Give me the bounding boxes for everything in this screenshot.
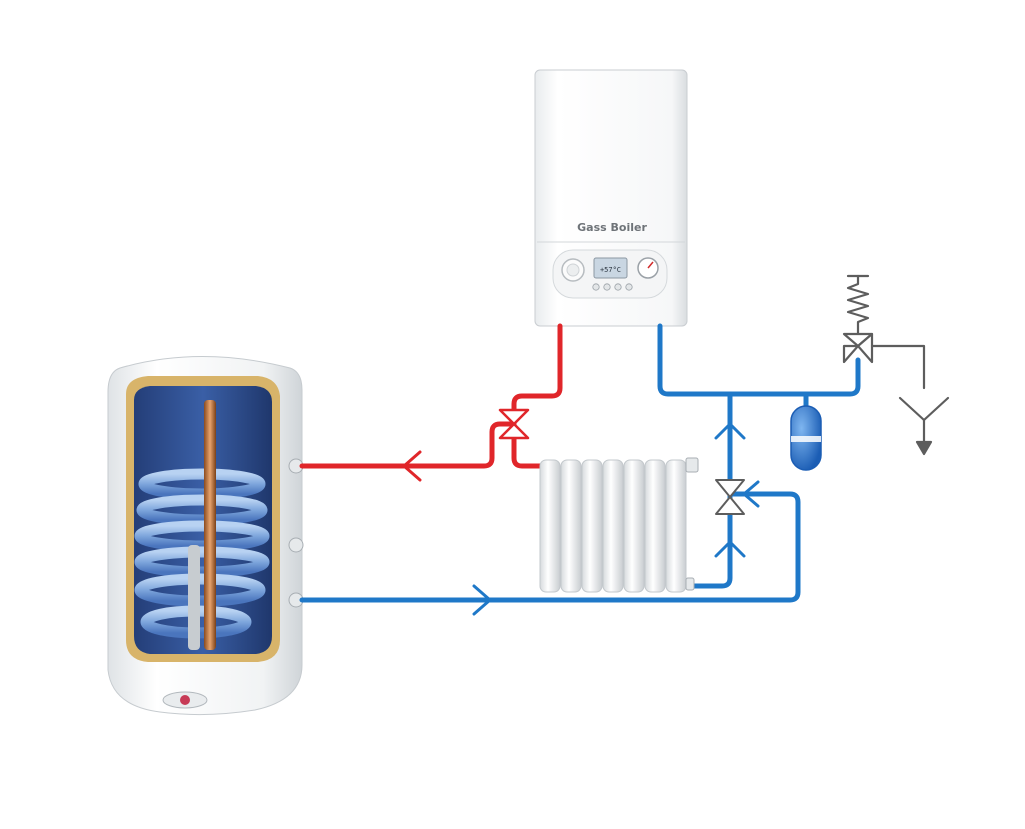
flow-arrows: [402, 422, 760, 616]
safety-relief-valve: [842, 274, 950, 456]
mode-button[interactable]: [603, 283, 611, 291]
tank-thermostat-dial[interactable]: [180, 695, 190, 705]
hot-water-pipes: [299, 323, 563, 469]
power-button[interactable]: [592, 283, 600, 291]
reset-button[interactable]: [614, 283, 622, 291]
expansion-vessel-band: [791, 436, 821, 442]
gas-boiler: Gass Boiler +57°C: [534, 69, 688, 327]
hot-pipe-boiler-to-tank: [299, 323, 563, 469]
hot-flow-arrow: [402, 450, 422, 482]
valve-body-right: [856, 332, 874, 364]
radiator: [539, 457, 699, 593]
cold-flow-arrow-left: [742, 480, 760, 508]
boiler-label: Gass Boiler: [577, 221, 647, 234]
expansion-vessel: [790, 405, 822, 471]
tank-anode-rod: [204, 400, 216, 650]
boiler-lcd-display: [593, 257, 628, 279]
boiler-lcd-temperature: +57°C: [600, 266, 621, 274]
temperature-knob-center: [566, 263, 580, 277]
cold-flow-arrow-up-bottom: [714, 540, 746, 558]
hot-water-tank: [107, 356, 304, 716]
cold-flow-arrow-right: [472, 584, 492, 616]
radiator-air-vent[interactable]: [685, 457, 699, 473]
cold-flow-arrow-up-top: [714, 422, 746, 440]
three-way-valve: [498, 408, 530, 440]
valve-spring: [846, 274, 870, 336]
tank-heating-element: [188, 545, 200, 650]
drain-funnel: [898, 396, 950, 422]
hot-pipe-to-radiator: [511, 421, 543, 469]
info-button[interactable]: [625, 283, 633, 291]
radiator-bottom-plug: [685, 577, 695, 591]
tank-middle-port: [288, 537, 304, 553]
radiator-fins: [539, 459, 687, 593]
valve-discharge-line: [870, 344, 926, 390]
cold-pipe-return-branch: [687, 391, 733, 589]
drain-arrow: [915, 440, 933, 456]
pressure-gauge-needle: [647, 261, 654, 269]
bypass-valve: [715, 479, 745, 515]
valve-body-left: [842, 344, 860, 364]
cold-pipe-tank-return: [299, 491, 801, 603]
cold-pipe-boiler-return: [657, 323, 861, 397]
